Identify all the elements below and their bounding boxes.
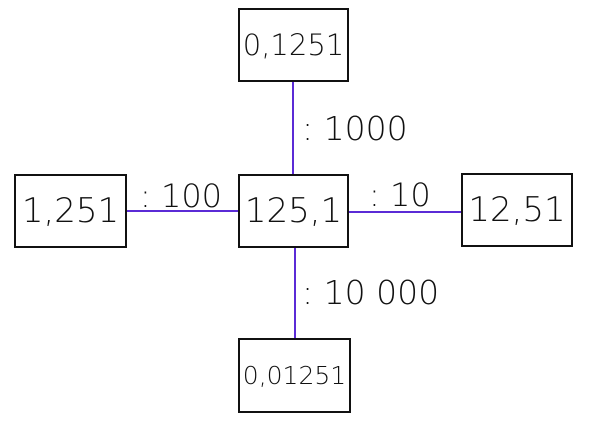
left-operation-label: : 100	[140, 177, 223, 215]
connector-top	[292, 81, 294, 175]
bottom-value: 0,01251	[242, 361, 347, 390]
connector-right	[349, 211, 461, 213]
bottom-operation-label: : 10 000	[302, 273, 440, 312]
top-value-box: 0,1251	[238, 8, 349, 82]
center-value: 125,1	[244, 191, 343, 231]
center-value-box: 125,1	[238, 174, 349, 248]
top-value: 0,1251	[242, 27, 345, 62]
right-value-box: 12,51	[461, 173, 573, 247]
bottom-value-box: 0,01251	[238, 338, 351, 413]
connector-left	[126, 210, 238, 212]
connector-bottom	[294, 248, 296, 339]
right-value: 12,51	[468, 190, 566, 230]
left-value-box: 1,251	[14, 174, 127, 248]
left-value: 1,251	[21, 191, 120, 231]
top-operation-label: : 1000	[302, 109, 408, 148]
right-operation-label: : 10	[369, 176, 431, 214]
